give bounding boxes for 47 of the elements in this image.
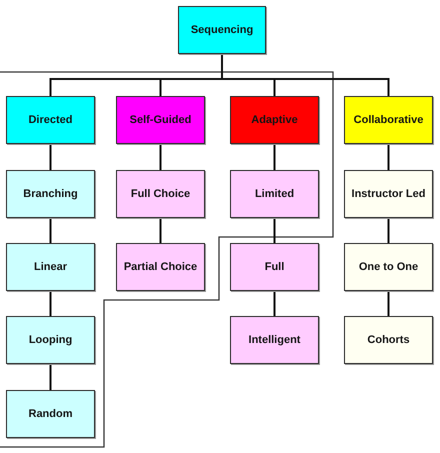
- category-box: [116, 96, 205, 144]
- option-box: [344, 316, 433, 364]
- option-box: [230, 316, 319, 364]
- box-label: Sequencing: [190, 24, 254, 36]
- box-label: Looping: [28, 334, 72, 346]
- box-label: Random: [28, 408, 72, 420]
- box-label: Linear: [34, 260, 67, 274]
- connector-line: [160, 144, 162, 170]
- box-label: Adaptive: [251, 114, 298, 126]
- box-label: Intelligent: [248, 334, 300, 346]
- box-label: Full: [264, 260, 284, 274]
- connector-line: [388, 144, 390, 170]
- box-label: Partial Choice: [124, 260, 198, 274]
- category-box: [344, 96, 433, 144]
- option-box: [116, 170, 205, 218]
- connector-line: [274, 218, 276, 243]
- category-box: [230, 96, 319, 144]
- option-box: [116, 243, 205, 291]
- option-box: [6, 170, 95, 218]
- connector-line: [50, 364, 52, 390]
- box-label: Instructor Led: [352, 188, 426, 200]
- option-box: [230, 243, 319, 291]
- box-label: Branching: [23, 188, 78, 200]
- connector-line: [221, 54, 390, 96]
- connector-line: [160, 218, 162, 243]
- box-label: Limited: [254, 188, 294, 200]
- connector-line: [50, 218, 52, 243]
- box-label: One to One: [358, 260, 418, 274]
- connector-line: [50, 291, 52, 316]
- connector-line: [50, 144, 52, 170]
- root-box: [178, 6, 266, 54]
- category-box: [6, 96, 95, 144]
- option-box: [344, 243, 433, 291]
- box-label: Cohorts: [367, 334, 410, 346]
- option-box: [6, 316, 95, 364]
- box-label: Self-Guided: [130, 114, 192, 126]
- connector-line: [274, 291, 276, 316]
- box-label: Collaborative: [354, 114, 424, 126]
- box-label: Full Choice: [130, 188, 190, 200]
- option-box: [6, 243, 95, 291]
- connector-line: [388, 218, 390, 243]
- option-box: [230, 170, 319, 218]
- connector-line: [388, 291, 390, 316]
- option-box: [344, 170, 433, 218]
- connector-line: [274, 144, 276, 170]
- option-box: [6, 390, 95, 438]
- box-label: Directed: [28, 114, 73, 126]
